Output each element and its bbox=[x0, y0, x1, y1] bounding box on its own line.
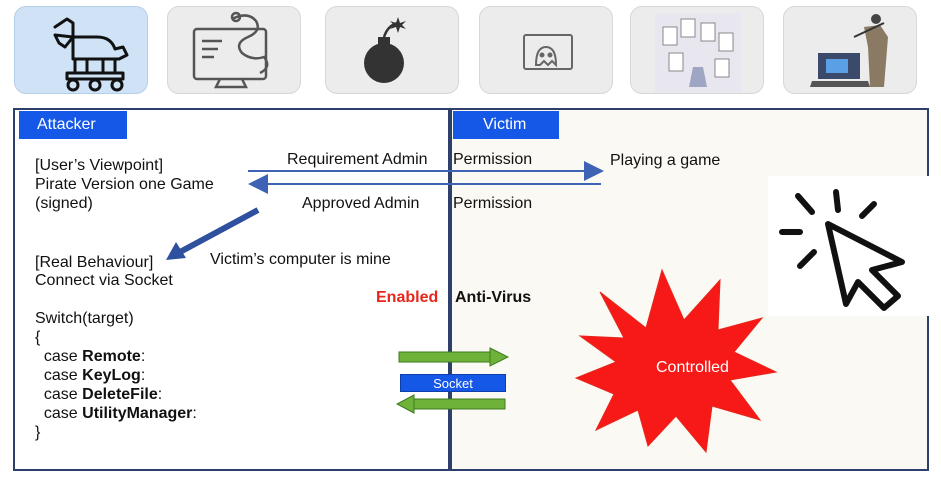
trojan-horse-icon bbox=[53, 17, 129, 92]
permission-bottom-label: Permission bbox=[453, 195, 533, 212]
trojan-horse-tab[interactable] bbox=[14, 6, 148, 94]
switch-line: Switch(target) bbox=[35, 310, 134, 327]
case-utility-manager: UtilityManager bbox=[82, 405, 193, 422]
worm-tab[interactable] bbox=[167, 6, 301, 94]
attacker-header: Attacker bbox=[19, 111, 127, 139]
phishing-tab[interactable] bbox=[630, 6, 764, 94]
case-keyword: case bbox=[43, 348, 78, 365]
game-label: Pirate Version one Game bbox=[35, 176, 214, 193]
connect-label: Connect via Socket bbox=[35, 272, 173, 289]
click-cursor-icon bbox=[779, 189, 905, 311]
permission-top-label: Permission bbox=[453, 151, 533, 168]
enabled-label: Enabled bbox=[376, 289, 439, 306]
requirement-admin-label: Requirement Admin bbox=[287, 151, 428, 168]
phishing-documents-icon bbox=[655, 13, 741, 93]
socket-receive-arrow bbox=[395, 394, 506, 414]
ghost-tab[interactable] bbox=[479, 6, 613, 94]
attacker-panel bbox=[13, 108, 450, 471]
real-behaviour-arrow bbox=[166, 207, 260, 260]
signed-label: (signed) bbox=[35, 195, 93, 212]
viewpoint-label: [User’s Viewpoint] bbox=[35, 157, 164, 174]
antivirus-label: Anti-Virus bbox=[455, 289, 532, 306]
computer-mine-label: Victim’s computer is mine bbox=[210, 251, 391, 268]
case-keyword: case bbox=[43, 386, 78, 403]
case-deletefile: DeleteFile bbox=[82, 386, 158, 403]
case-keylog: KeyLog bbox=[82, 367, 141, 384]
victim-header: Victim bbox=[453, 111, 559, 139]
spyware-tab[interactable] bbox=[783, 6, 917, 94]
socket-send-arrow bbox=[398, 347, 510, 367]
case-keyword: case bbox=[43, 367, 78, 384]
real-behaviour-label: [Real Behaviour] bbox=[35, 254, 154, 271]
worm-computer-icon bbox=[192, 11, 269, 89]
switch-code-block: Switch(target) { case Remote: case KeyLo… bbox=[35, 310, 197, 441]
case-remote: Remote bbox=[82, 348, 141, 365]
controlled-starburst bbox=[574, 268, 778, 454]
socket-label: Socket bbox=[400, 374, 506, 392]
case-keyword: case bbox=[43, 405, 78, 422]
bomb-icon bbox=[364, 17, 406, 83]
open-brace: { bbox=[35, 329, 41, 346]
ghost-screen-icon bbox=[523, 34, 573, 70]
close-brace: } bbox=[35, 424, 41, 441]
controlled-label: Controlled bbox=[656, 359, 729, 376]
approved-admin-label: Approved Admin bbox=[302, 195, 420, 212]
playing-game-label: Playing a game bbox=[610, 152, 721, 169]
bomb-tab[interactable] bbox=[325, 6, 459, 94]
spyware-laptop-icon bbox=[810, 14, 888, 87]
